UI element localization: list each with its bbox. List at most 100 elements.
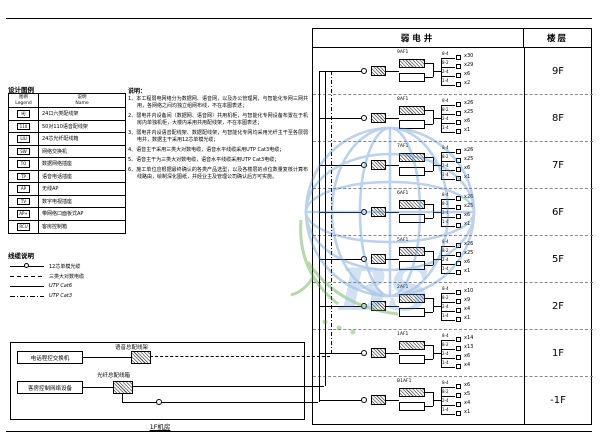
riser-header: 弱电井 楼层 xyxy=(312,28,592,48)
legend-item-label: 数据网络插座 xyxy=(42,161,73,168)
wire-label: 8-2 xyxy=(442,388,449,394)
outlet-icon xyxy=(456,81,461,87)
wire-label: 8-2 xyxy=(442,153,449,159)
wire-label: 8-4 xyxy=(442,379,449,385)
outlet-line xyxy=(441,319,455,321)
pbx-box: 电话程控交换机 xyxy=(17,351,83,364)
wire-label: 8-2 xyxy=(442,247,449,253)
connector-line xyxy=(386,165,399,166)
riser-branch-line xyxy=(319,212,363,213)
outlet-line xyxy=(441,366,455,368)
wire-label: 2-4 xyxy=(442,209,449,215)
outlet-line xyxy=(441,254,455,256)
outlet-line xyxy=(441,263,455,265)
network-switch-icon: SW xyxy=(17,147,30,155)
outlet-line xyxy=(441,225,455,227)
data-outlet-icon-cell: TO xyxy=(9,158,39,170)
floor-label: 1F xyxy=(551,347,565,359)
link-line xyxy=(433,251,434,265)
switch-box xyxy=(399,308,425,317)
wire-label: 8-4 xyxy=(442,144,449,150)
link-line xyxy=(425,298,433,299)
outlet-icon xyxy=(456,213,461,219)
outlet-icon xyxy=(456,72,461,78)
outlet-icon xyxy=(456,307,461,313)
floor-label: -1F xyxy=(550,395,566,406)
floor-label: 7F xyxy=(551,159,565,171)
wire-label: 1-4 xyxy=(442,312,449,318)
cable-row: UTP Cat6 xyxy=(10,281,84,291)
outlet-icon xyxy=(456,345,461,351)
wire-label: 8-4 xyxy=(442,191,449,197)
patch-panel-box xyxy=(399,247,425,256)
fanout-line xyxy=(441,198,442,226)
outlet-count: x26 xyxy=(464,147,474,153)
legend-item-label: 网络交换机 xyxy=(42,148,68,155)
outlet-icon xyxy=(456,410,461,416)
network-switch-icon-cell: SW xyxy=(9,145,39,157)
outlet-icon xyxy=(456,316,461,322)
outlet-count: x13 xyxy=(464,344,474,350)
outlet-line xyxy=(441,207,455,209)
floor-label: 5F xyxy=(551,253,565,265)
riser-branch-line xyxy=(319,71,363,72)
outlet-icon xyxy=(456,298,461,304)
fiber-splice-icon xyxy=(361,162,367,168)
solid-line-sample xyxy=(10,285,44,287)
fiber-mdf-icon xyxy=(113,381,133,394)
outlet-count: x2 xyxy=(464,80,471,86)
legend-item-label: 带网络口面板式AP xyxy=(42,211,84,218)
link-line xyxy=(425,63,433,64)
wire-label: 1-4 xyxy=(442,406,449,412)
note-line: 3、弱电井内设语音配线架、数据配线架，与智能化专网均采用光纤主干至各层弱电井，数… xyxy=(128,130,308,144)
switch-box xyxy=(399,167,425,176)
name-col-en: Name xyxy=(75,100,89,106)
connector-line xyxy=(386,400,399,401)
outlet-count: x10 xyxy=(464,288,474,294)
panel-label: 1AF1 xyxy=(397,332,409,337)
note-line: 2、弱电井内设备间（数据网、语音网）共用机柜，与智能化专网设备布置在于机房内单独… xyxy=(128,113,308,127)
outlet-count: x4 xyxy=(464,362,471,368)
frame-bottom-line xyxy=(6,431,592,432)
fiber-box-icon-cell: LIU xyxy=(9,133,39,145)
outlet-count: x14 xyxy=(464,335,474,341)
outlet-count: x30 xyxy=(464,53,474,59)
fiber-box-icon xyxy=(371,66,386,76)
outlet-icon xyxy=(456,128,461,134)
wire-label: 1-4 xyxy=(442,171,449,177)
legend-item-label: 数字电视插座 xyxy=(42,198,73,205)
panel-label: 2AF1 xyxy=(397,285,409,290)
outlet-count: x26 xyxy=(464,241,474,247)
note-line: 4、语音主干采用三类大对数电缆，语音水平线缆采用UTP Cat3电缆； xyxy=(128,147,285,153)
data-riser-line xyxy=(325,71,326,386)
outlet-line xyxy=(441,151,455,153)
phone-outlet-icon: TP xyxy=(17,172,30,180)
link-line xyxy=(425,312,433,313)
shaft-header-cell: 弱电井 xyxy=(313,29,524,47)
room-control-icon: RCU xyxy=(17,223,30,231)
outlet-line xyxy=(441,216,455,218)
wire-label: 2-4 xyxy=(442,162,449,168)
pbx-to-voicemdf-line xyxy=(83,357,131,358)
outlet-line xyxy=(441,339,455,341)
outlet-count: x1 xyxy=(464,315,471,321)
fanout-line xyxy=(441,57,442,85)
outlet-count: x6 xyxy=(464,382,471,388)
fiber-splice-icon xyxy=(361,68,367,74)
cable-row: UTP Cat3 xyxy=(10,291,84,301)
frame-top-line xyxy=(6,18,592,19)
outlet-icon xyxy=(456,204,461,210)
link-line xyxy=(433,63,434,77)
wire-label: 1-4 xyxy=(442,265,449,271)
wire-label: 2-4 xyxy=(442,115,449,121)
